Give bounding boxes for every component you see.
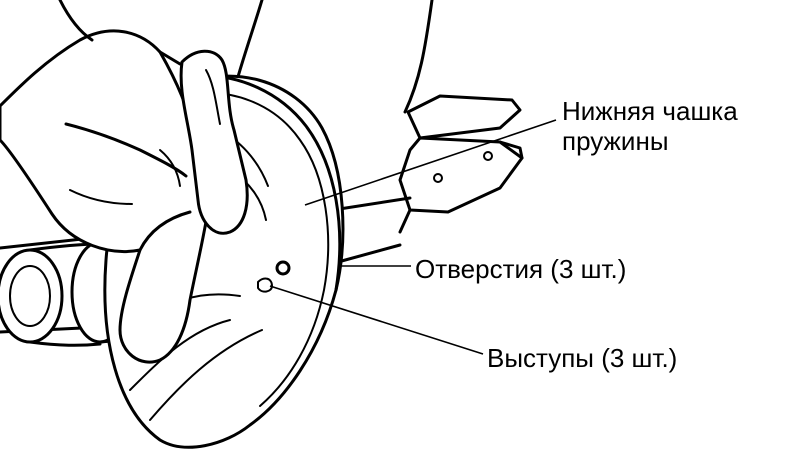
spring-cup-label: Нижняя чашка пружины	[562, 96, 738, 156]
bosses-label: Выступы (3 шт.)	[487, 343, 677, 373]
holes-label: Отверстия (3 шт.)	[415, 254, 626, 284]
cup-hole	[277, 262, 289, 274]
spring-cup-label-line2: пружины	[562, 126, 738, 156]
spring-cup-label-line1: Нижняя чашка	[562, 96, 738, 126]
strut-bracket	[400, 96, 522, 232]
